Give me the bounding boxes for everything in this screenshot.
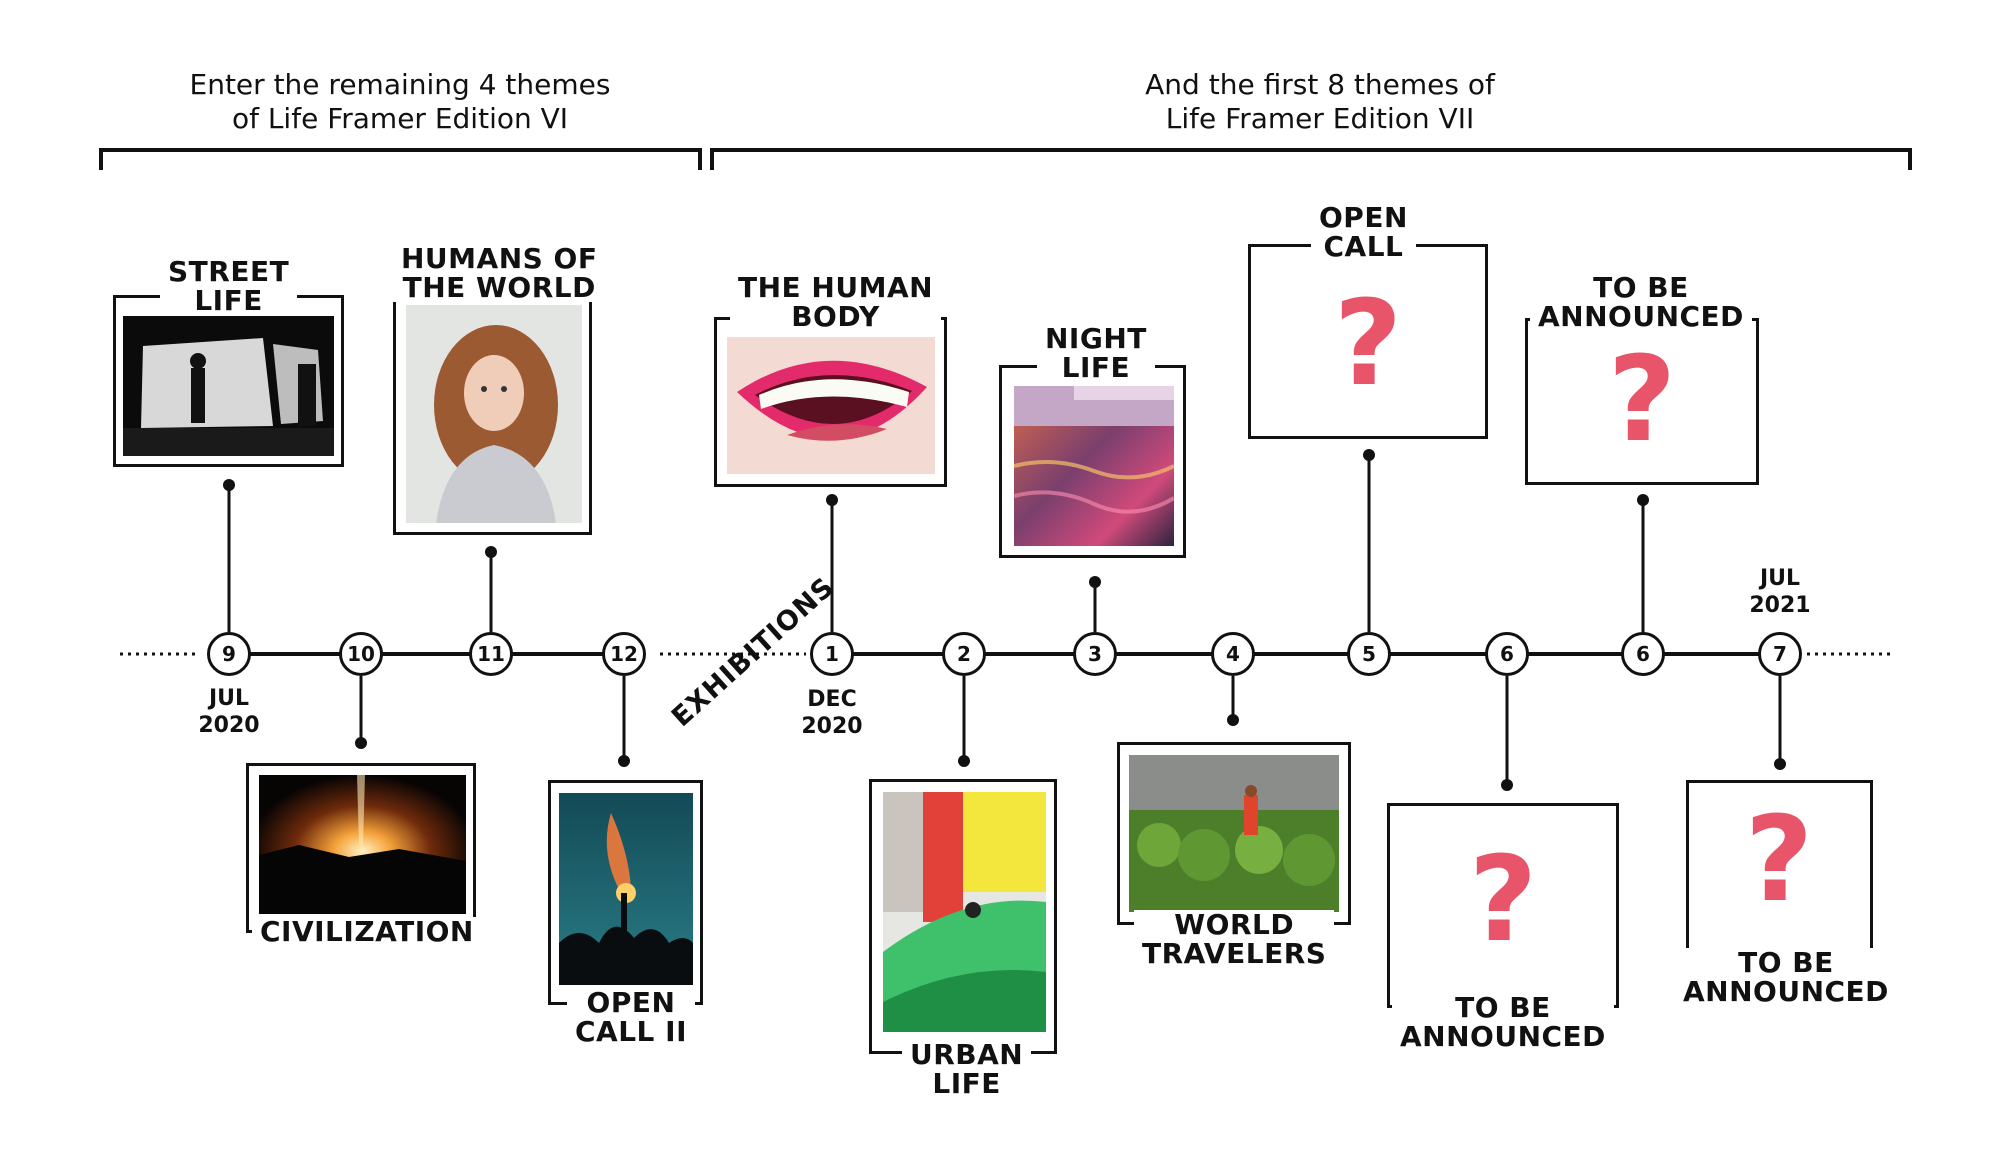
world-travelers-image [1129,755,1339,912]
date-month: JUL [208,686,250,711]
label-line: ANNOUNCED [1400,1020,1606,1053]
label-line: STREET [168,255,290,288]
card-world-travelers [1117,742,1351,925]
label-night-life: NIGHT LIFE [1037,324,1155,382]
question-mark-icon: ? [1744,790,1814,928]
urban-life-image [883,792,1046,1032]
date-year: 2020 [198,713,260,738]
node-6b: 6 [1621,632,1665,676]
card-the-human-body [714,317,947,487]
label-line: URBAN [910,1038,1024,1071]
card-tba-top [1525,318,1759,485]
date-year: 2021 [1749,593,1811,618]
label-line: CIVILIZATION [260,915,474,948]
label-line: NIGHT [1045,322,1147,355]
node-11: 11 [469,632,513,676]
street-life-photo [123,316,334,456]
node-3: 3 [1073,632,1117,676]
civilization-image [259,775,466,914]
card-civilization [246,763,476,933]
label-line: TO BE [1455,991,1551,1024]
label-line: THE WORLD [402,271,596,304]
world-travelers-photo [1129,755,1339,912]
node-5: 5 [1347,632,1391,676]
card-night-life [999,365,1186,558]
label-line: OPEN [1319,201,1408,234]
label-line: LIFE [932,1067,1001,1100]
date-month: JUL [1759,566,1801,591]
street-life-image [123,316,334,456]
node-2: 2 [942,632,986,676]
label-line: TRAVELERS [1142,937,1327,970]
label-open-call-ii: OPEN CALL II [567,988,695,1046]
left-header-line2: of Life Framer Edition VI [231,102,569,135]
label-line: CALL [1323,230,1404,263]
node-10: 10 [339,632,383,676]
question-mark-icon: ? [1468,830,1538,968]
label-line: HUMANS OF [401,242,598,275]
label-line: ANNOUNCED [1683,975,1889,1008]
label-open-call: OPEN CALL [1311,203,1416,261]
right-header-line2: Life Framer Edition VII [1165,102,1475,135]
label-civilization: CIVILIZATION [252,917,482,946]
card-tba-bottom [1387,803,1619,1008]
label-street-life: STREET LIFE [160,255,298,317]
label-line: TO BE [1593,271,1689,304]
label-urban-life: URBAN LIFE [902,1038,1032,1100]
urban-life-photo [883,792,1046,1032]
open-call-ii-photo [559,793,693,985]
right-header: And the first 8 themes of Life Framer Ed… [1010,68,1630,136]
label-tba-bottom: TO BE ANNOUNCED [1392,993,1614,1051]
night-life-image [1014,386,1174,546]
date-month: DEC [807,687,857,712]
node-4: 4 [1211,632,1255,676]
question-mark-icon: ? [1607,330,1677,468]
label-world-travelers: WORLD TRAVELERS [1134,908,1335,970]
left-bracket [99,148,702,170]
humans-image [406,305,582,523]
label-line: LIFE [1061,351,1131,384]
date-year: 2020 [801,714,863,739]
left-header: Enter the remaining 4 themes of Life Fra… [100,68,700,136]
human-body-image [727,337,935,474]
label-line: CALL II [575,1015,687,1048]
label-line: THE HUMAN [738,271,934,304]
node-12: 12 [602,632,646,676]
date-jul-2020: JUL 2020 [179,685,279,739]
left-header-line1: Enter the remaining 4 themes [189,68,611,101]
label-the-human-body: THE HUMAN BODY [730,271,942,333]
right-header-line1: And the first 8 themes of [1145,68,1495,101]
card-street-life [113,295,344,467]
label-line: ANNOUNCED [1538,300,1744,333]
open-call-ii-image [559,793,693,985]
human-body-photo [727,337,935,474]
humans-photo [406,305,582,523]
label-tba-top: TO BE ANNOUNCED [1530,273,1752,331]
card-urban-life [869,779,1057,1054]
label-line: LIFE [194,284,263,317]
node-6a: 6 [1485,632,1529,676]
card-tba-end [1686,780,1873,964]
right-bracket [710,148,1912,170]
node-9: 9 [207,632,251,676]
node-7: 7 [1758,632,1802,676]
label-line: TO BE [1738,946,1834,979]
civilization-photo [259,775,466,914]
card-open-call-ii [548,780,703,1005]
card-humans-of-the-world [393,282,592,535]
night-life-photo [1014,386,1174,546]
label-line: WORLD [1174,908,1295,941]
date-dec-2020: DEC 2020 [782,686,882,740]
question-mark-icon: ? [1333,274,1403,412]
label-tba-end: TO BE ANNOUNCED [1675,948,1897,1006]
label-line: OPEN [586,986,676,1019]
label-humans-of-the-world: HUMANS OF THE WORLD [393,242,606,304]
date-jul-2021: JUL 2021 [1730,565,1830,619]
label-line: BODY [791,300,880,333]
node-1: 1 [810,632,854,676]
